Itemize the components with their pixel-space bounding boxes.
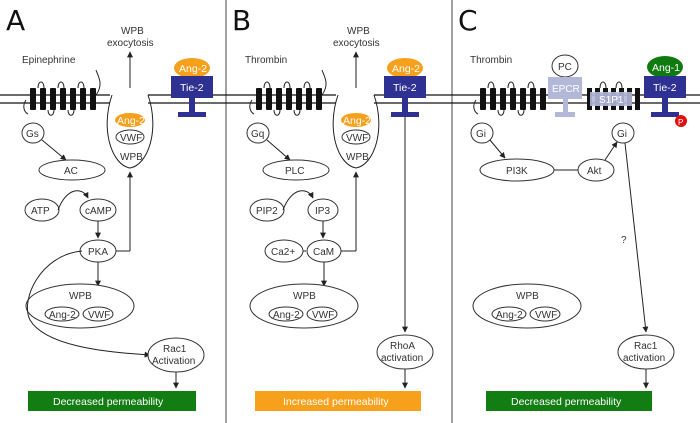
panel-b: B Thrombin WPB exocytosis Ang-2 VWF WPB bbox=[226, 4, 452, 411]
outcome-box bbox=[486, 391, 652, 411]
svg-text:Tie-2: Tie-2 bbox=[653, 82, 677, 94]
gi-label: Gi bbox=[476, 129, 486, 140]
wpb-vesicle bbox=[106, 94, 154, 169]
panel-letter: B bbox=[232, 4, 251, 37]
gi-label: Gi bbox=[617, 129, 627, 140]
pc-label: PC bbox=[558, 62, 572, 73]
s1p1-receptor bbox=[587, 88, 640, 110]
gs-label: Gs bbox=[26, 129, 39, 140]
tie2-receptor bbox=[171, 76, 213, 98]
svg-text:VWF: VWF bbox=[346, 133, 368, 144]
svg-text:Ang-2: Ang-2 bbox=[392, 63, 420, 75]
rac1-label: Rac1 bbox=[163, 344, 187, 355]
svg-text:VWF: VWF bbox=[120, 133, 142, 144]
exocytosis-label: exocytosis bbox=[333, 38, 380, 49]
atp-label: ATP bbox=[31, 206, 50, 217]
svg-text:P: P bbox=[678, 118, 683, 127]
gpcr-receptor bbox=[256, 88, 322, 110]
svg-text:Ang-2: Ang-2 bbox=[343, 115, 371, 127]
pip2-label: PIP2 bbox=[256, 206, 278, 217]
svg-text:Tie-2: Tie-2 bbox=[180, 82, 204, 94]
ang2-ligand bbox=[387, 58, 423, 78]
svg-text:VWF: VWF bbox=[88, 310, 110, 321]
svg-text:WPB: WPB bbox=[293, 291, 316, 302]
exocytosis-label: WPB bbox=[347, 26, 370, 37]
panel-c: C Thrombin PC EPCR bbox=[452, 4, 700, 411]
svg-text:WPB: WPB bbox=[69, 291, 92, 302]
svg-text:Ang-2: Ang-2 bbox=[273, 310, 300, 321]
tie2-receptor bbox=[384, 76, 426, 98]
svg-text:Ang-2: Ang-2 bbox=[117, 115, 145, 127]
rac1-label: Rac1 bbox=[634, 341, 658, 352]
gpcr-receptor bbox=[30, 88, 96, 110]
outcome-box bbox=[28, 391, 196, 411]
svg-text:WPB: WPB bbox=[516, 291, 539, 302]
cam-label: CaM bbox=[313, 247, 334, 258]
ligand-label: Thrombin bbox=[470, 55, 512, 66]
ligand-label: Epinephrine bbox=[22, 55, 76, 66]
panel-letter: A bbox=[6, 4, 25, 37]
pi3k-label: PI3K bbox=[506, 166, 528, 177]
outcome-label: Increased permeability bbox=[283, 396, 389, 408]
ang1-ligand bbox=[647, 56, 683, 78]
camp-label: cAMP bbox=[85, 206, 112, 217]
pka-label: PKA bbox=[88, 247, 108, 258]
ligand-label: Thrombin bbox=[245, 55, 287, 66]
activation-label: activation bbox=[381, 353, 423, 364]
svg-text:Ang-1: Ang-1 bbox=[652, 62, 680, 74]
svg-text:VWF: VWF bbox=[535, 310, 557, 321]
akt-label: Akt bbox=[587, 166, 602, 177]
exocytosis-label: WPB bbox=[121, 26, 144, 37]
svg-text:EPCR: EPCR bbox=[552, 84, 580, 95]
outcome-box bbox=[255, 391, 421, 411]
svg-text:WPB: WPB bbox=[346, 152, 369, 163]
rhoa-label: RhoA bbox=[390, 341, 415, 352]
phospho-badge bbox=[675, 115, 687, 127]
outcome-label: Decreased permeability bbox=[511, 396, 622, 408]
ac-label: AC bbox=[64, 166, 78, 177]
panel-a: A Epinephrine WPB exocytosis Ang-2 bbox=[0, 4, 226, 411]
exocytosis-label: exocytosis bbox=[107, 38, 154, 49]
svg-text:Ang-2: Ang-2 bbox=[179, 63, 207, 75]
question-mark: ? bbox=[621, 235, 627, 246]
tie2-receptor bbox=[644, 76, 686, 98]
ang2-ligand bbox=[174, 58, 210, 78]
wpb-vesicle bbox=[332, 94, 380, 169]
panel-letter: C bbox=[458, 4, 478, 37]
ip3-label: IP3 bbox=[315, 206, 330, 217]
gpcr-receptor bbox=[480, 88, 546, 110]
svg-text:VWF: VWF bbox=[312, 310, 334, 321]
svg-text:WPB: WPB bbox=[120, 152, 143, 163]
outcome-label: Decreased permeability bbox=[53, 396, 164, 408]
ang2-oval bbox=[115, 113, 145, 127]
epcr-receptor bbox=[548, 77, 582, 99]
activation-label: activation bbox=[623, 353, 665, 364]
ca-label: Ca2+ bbox=[271, 247, 295, 258]
svg-text:Ang-2: Ang-2 bbox=[496, 310, 523, 321]
svg-text:Tie-2: Tie-2 bbox=[393, 82, 417, 94]
plc-label: PLC bbox=[285, 166, 304, 177]
s1p1-label: S1P1 bbox=[599, 95, 624, 106]
svg-text:Ang-2: Ang-2 bbox=[49, 310, 76, 321]
activation-label: Activation bbox=[152, 356, 195, 367]
gq-label: Gq bbox=[251, 129, 264, 140]
